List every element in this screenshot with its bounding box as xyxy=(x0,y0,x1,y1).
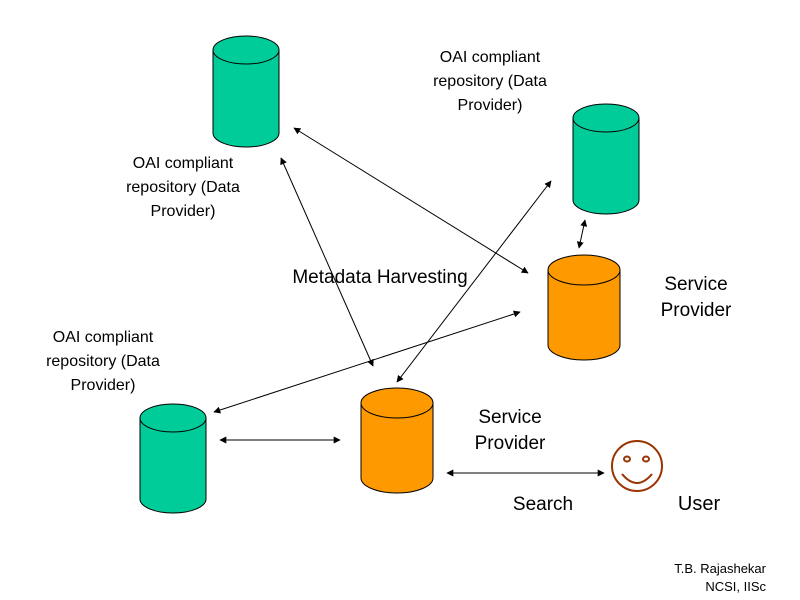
service-provider-label-right: Service Provider xyxy=(646,272,746,324)
repo-label-line: repository (Data xyxy=(46,353,160,370)
arrow-topleft-to-sp-right xyxy=(293,127,529,274)
database-cylinder-icon xyxy=(212,35,280,148)
metadata-harvesting-label: Metadata Harvesting xyxy=(292,267,468,288)
smiley-face-icon xyxy=(611,440,663,492)
credit-line: T.B. Rajashekar xyxy=(674,561,766,576)
arrow-topleft-to-sp-center xyxy=(280,157,374,367)
user-label: User xyxy=(677,493,721,515)
repo-label-line: repository (Data xyxy=(126,179,240,196)
author-credit: T.B. Rajashekar NCSI, IISc xyxy=(674,560,766,596)
credit-line: NCSI, IISc xyxy=(705,579,766,594)
service-provider-label-center: Service Provider xyxy=(460,405,560,457)
repo-label-top-left: OAI compliant repository (Data Provider) xyxy=(110,152,256,224)
repo-label-line: repository (Data xyxy=(433,73,547,90)
arrow-topright-to-sp-right xyxy=(576,219,588,249)
service-provider-label-line: Provider xyxy=(660,300,732,321)
repo-label-top-right: OAI compliant repository (Data Provider) xyxy=(417,46,563,118)
repo-label-line: Provider) xyxy=(70,377,136,394)
database-cylinder-icon xyxy=(360,387,434,494)
search-label: Search xyxy=(512,494,574,515)
repo-label-bottom-left: OAI compliant repository (Data Provider) xyxy=(30,326,176,398)
repo-label-line: Provider) xyxy=(457,97,523,114)
repo-label-line: Provider) xyxy=(150,203,216,220)
arrow-sp-right-to-bottomleft xyxy=(213,310,521,414)
repo-label-line: OAI compliant xyxy=(52,329,154,346)
service-provider-label-line: Service xyxy=(664,274,728,295)
database-cylinder-icon xyxy=(139,403,207,514)
repo-label-line: OAI compliant xyxy=(132,155,234,172)
service-provider-label-line: Service xyxy=(478,407,542,428)
service-provider-label-line: Provider xyxy=(474,433,546,454)
database-cylinder-icon xyxy=(572,103,640,215)
repo-label-line: OAI compliant xyxy=(439,49,541,66)
database-cylinder-icon xyxy=(547,254,621,361)
